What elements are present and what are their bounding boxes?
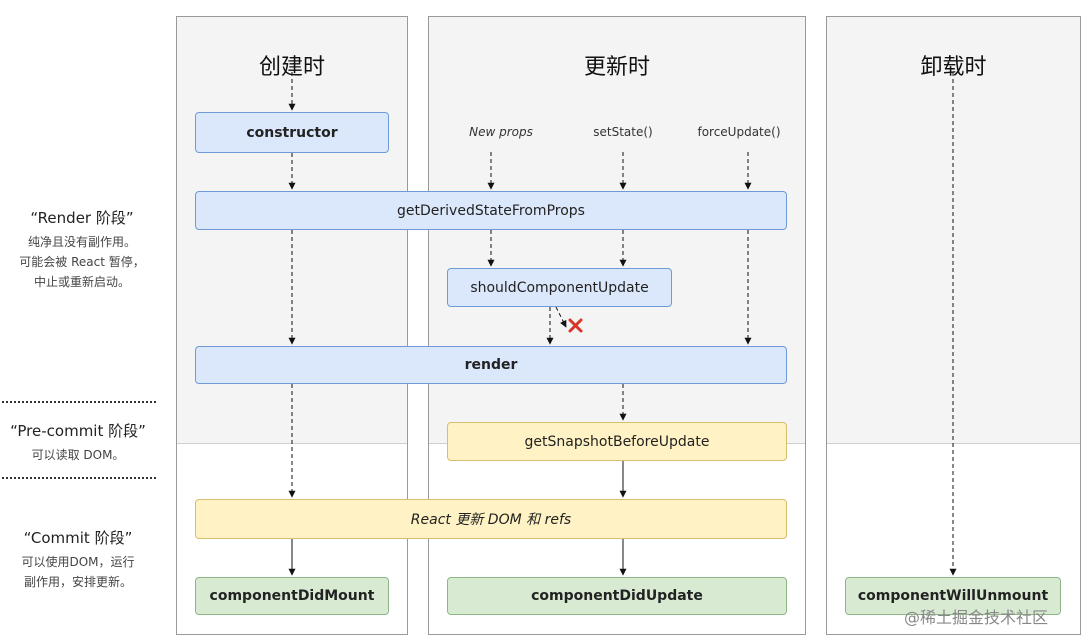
trigger-new-props: New props <box>469 125 533 139</box>
component-did-update-box: componentDidUpdate <box>447 577 787 615</box>
component-will-unmount-box: componentWillUnmount <box>845 577 1061 615</box>
update-column-title: 更新时 <box>583 55 650 80</box>
stage-separator-1 <box>2 401 156 403</box>
arrow-scu-cancel <box>555 306 567 328</box>
react-updates-dom-box: React 更新 DOM 和 refs <box>195 499 787 539</box>
get-snapshot-before-update-box: getSnapshotBeforeUpdate <box>447 422 787 461</box>
trigger-set-state: setState() <box>593 125 653 139</box>
get-derived-state-from-props-box: getDerivedStateFromProps <box>195 191 787 230</box>
trigger-force-update: forceUpdate() <box>697 125 781 139</box>
commit-stage-desc-1: 可以使用DOM，运行 <box>21 555 135 569</box>
constructor-box: constructor <box>195 112 389 153</box>
render-stage-title: “Render 阶段” <box>30 209 134 227</box>
stage-separator-2 <box>2 477 156 479</box>
render-box: render <box>195 346 787 384</box>
should-component-update-box: shouldComponentUpdate <box>447 268 672 307</box>
precommit-stage-title: “Pre-commit 阶段” <box>10 422 146 440</box>
render-stage-desc-2: 可能会被 React 暂停， <box>19 255 145 269</box>
watermark-text: @稀土掘金技术社区 <box>904 608 1049 627</box>
commit-stage-desc-2: 副作用，安排更新。 <box>23 575 132 589</box>
render-stage-desc-3: 中止或重新启动。 <box>33 275 130 289</box>
render-stage-desc-1: 纯净且没有副作用。 <box>27 235 136 249</box>
cancel-x-icon <box>568 318 583 333</box>
unmount-column: 卸载时 <box>826 16 1081 635</box>
component-did-mount-box: componentDidMount <box>195 577 389 615</box>
commit-stage-title: “Commit 阶段” <box>23 529 133 547</box>
precommit-stage-desc-1: 可以读取 DOM。 <box>31 448 125 462</box>
